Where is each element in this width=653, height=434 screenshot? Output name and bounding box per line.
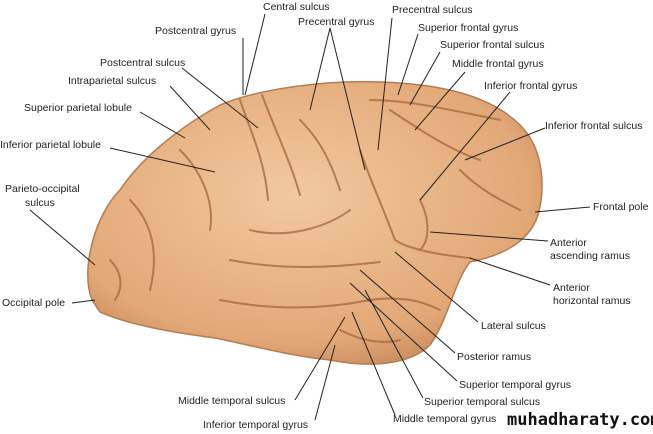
label-anterior-horizontal-ramus-line2: horizontal ramus <box>553 295 631 307</box>
label-parieto-occipital-sulcus-line1: Parieto-occipital <box>5 183 80 195</box>
label-anterior-ascending-ramus-line2: ascending ramus <box>550 250 630 262</box>
label-superior-parietal-lobule: Superior parietal lobule <box>24 102 132 114</box>
label-parieto-occipital-sulcus-line2: sulcus <box>25 197 55 209</box>
label-superior-frontal-sulcus: Superior frontal sulcus <box>440 39 545 51</box>
label-superior-frontal-gyrus: Superior frontal gyrus <box>418 22 519 34</box>
label-inferior-temporal-gyrus: Inferior temporal gyrus <box>203 419 309 431</box>
leader-lines <box>29 13 591 421</box>
label-central-sulcus: Central sulcus <box>263 1 330 13</box>
label-anterior-horizontal-ramus-line1: Anterior <box>553 282 590 294</box>
label-postcentral-gyrus: Postcentral gyrus <box>155 25 237 37</box>
label-middle-temporal-gyrus: Middle temporal gyrus <box>393 413 497 425</box>
cerebral-hemisphere <box>87 80 543 365</box>
label-inferior-parietal-lobule: Inferior parietal lobule <box>0 139 101 151</box>
label-precentral-sulcus: Precentral sulcus <box>392 4 473 16</box>
label-intraparietal-sulcus: Intraparietal sulcus <box>68 75 157 87</box>
label-occipital-pole: Occipital pole <box>2 297 66 309</box>
label-superior-temporal-gyrus: Superior temporal gyrus <box>459 379 572 391</box>
label-inferior-frontal-gyrus: Inferior frontal gyrus <box>484 80 578 92</box>
label-precentral-gyrus: Precentral gyrus <box>298 16 375 28</box>
label-lateral-sulcus: Lateral sulcus <box>481 320 546 332</box>
label-inferior-frontal-sulcus: Inferior frontal sulcus <box>545 120 643 132</box>
label-postcentral-sulcus: Postcentral sulcus <box>100 57 186 69</box>
label-frontal-pole: Frontal pole <box>593 201 649 213</box>
label-anterior-ascending-ramus-line1: Anterior <box>550 237 587 249</box>
label-posterior-ramus: Posterior ramus <box>457 351 532 363</box>
label-middle-temporal-sulcus: Middle temporal sulcus <box>178 395 286 407</box>
label-middle-frontal-gyrus: Middle frontal gyrus <box>452 58 544 70</box>
sulci <box>109 94 521 343</box>
watermark: muhadharaty.com <box>505 410 653 430</box>
label-superior-temporal-sulcus: Superior temporal sulcus <box>424 396 541 408</box>
